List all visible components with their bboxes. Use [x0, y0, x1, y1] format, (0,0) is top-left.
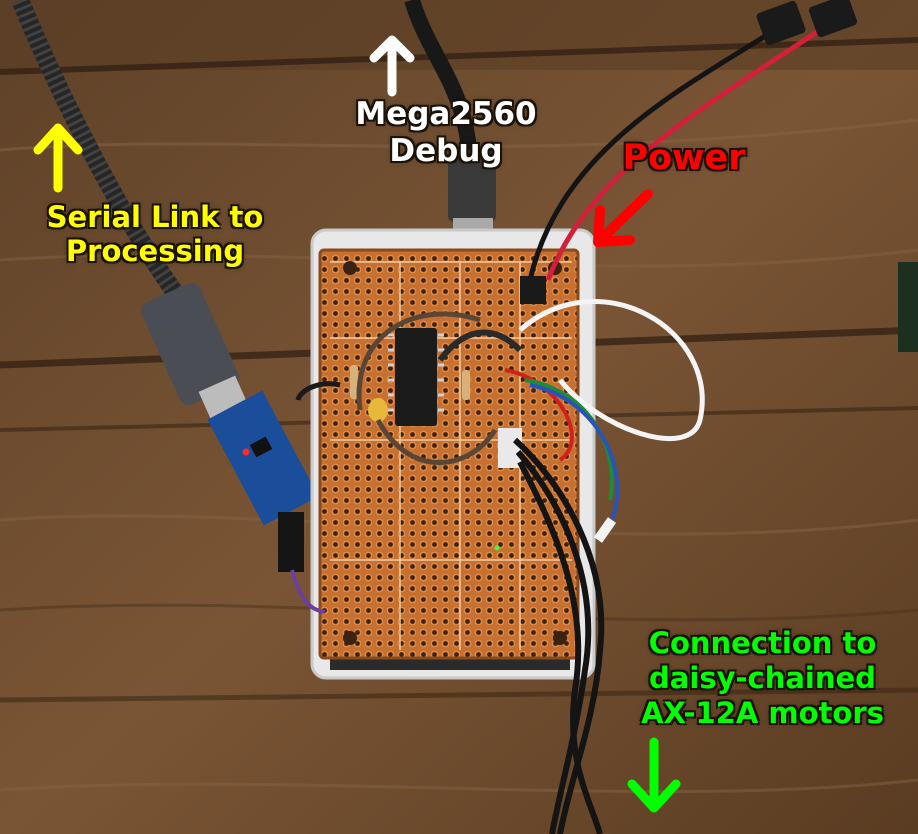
down-left-arrow-icon: [593, 189, 653, 247]
power-label: Power: [604, 138, 764, 179]
up-arrow-icon: [33, 123, 83, 193]
mega-debug-line1: Mega2560: [355, 96, 537, 132]
ic-chip: [388, 328, 444, 426]
perfboard: [318, 248, 580, 660]
motor-cables: [498, 428, 605, 834]
connection-line3: AX-12A motors: [641, 695, 884, 730]
board-wires: [290, 299, 705, 614]
connection-line2: daisy-chained: [649, 660, 876, 695]
mega-debug-label: Mega2560 Debug: [338, 96, 554, 169]
serial-link-line2: Processing: [65, 234, 245, 269]
serial-link-label: Serial Link to Processing: [20, 200, 290, 268]
mega-debug-line2: Debug: [389, 132, 503, 169]
resistors-and-capacitor: [350, 365, 470, 422]
connection-label: Connection to daisy-chained AX-12A motor…: [620, 626, 905, 730]
serial-link-line1: Serial Link to: [46, 200, 264, 234]
down-arrow-icon: [627, 737, 681, 813]
usb-serial-adapter: [207, 390, 319, 572]
power-text: Power: [622, 138, 746, 178]
connection-line1: Connection to: [648, 626, 877, 660]
power-cable: [520, 0, 858, 304]
up-arrow-icon: [369, 35, 415, 97]
